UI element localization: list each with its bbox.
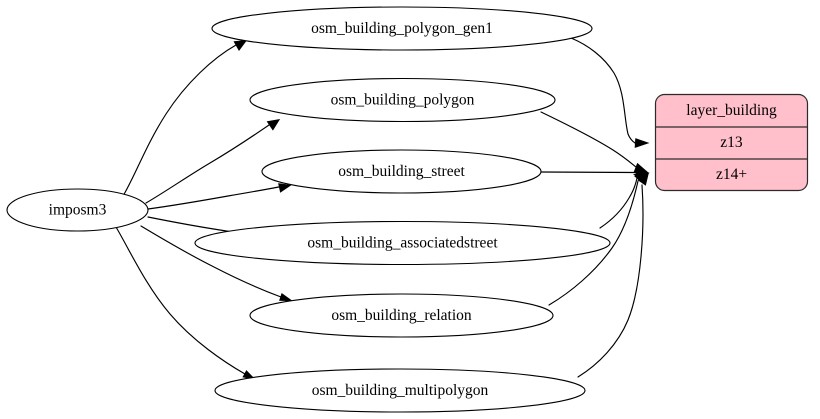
- edge-osm-building-street-to-layer-building-z14[interactable]: [540, 168, 650, 178]
- node-osm-building-associatedstreet[interactable]: osm_building_associatedstreet: [194, 220, 611, 266]
- edge-group-tables-to-layer: [540, 37, 650, 378]
- edge-osm-building-polygon-to-layer-building-z14[interactable]: [540, 111, 650, 174]
- node-imposm3[interactable]: imposm3: [6, 188, 149, 232]
- arrowhead-icon: [279, 293, 293, 302]
- node-layer-building-shape: [654, 93, 809, 192]
- record-row-z13[interactable]: z13: [720, 134, 743, 151]
- record-row-z13-label: z13: [720, 134, 743, 151]
- arrowhead-icon: [634, 138, 650, 148]
- edge-imposm3-to-osm-building-polygon-gen1[interactable]: [122, 40, 248, 197]
- node-osm-building-associatedstreet-label: osm_building_associatedstreet: [307, 235, 498, 252]
- edge-imposm3-to-osm-building-relation[interactable]: [140, 225, 293, 302]
- node-osm-building-polygon-shape: [249, 77, 556, 123]
- node-osm-building-street-label: osm_building_street: [338, 163, 465, 180]
- record-row-z14plus-label: z14+: [716, 166, 747, 183]
- node-osm-building-relation-label: osm_building_relation: [331, 307, 472, 324]
- arrowhead-icon: [278, 183, 292, 193]
- node-osm-building-polygon-gen1-label: osm_building_polygon_gen1: [311, 20, 493, 37]
- node-osm-building-street[interactable]: osm_building_street: [261, 149, 542, 194]
- edge-osm-building-multipolygon-to-layer-building-z14[interactable]: [577, 172, 649, 378]
- node-osm-building-multipolygon[interactable]: osm_building_multipolygon: [214, 368, 586, 413]
- node-osm-building-multipolygon-label: osm_building_multipolygon: [312, 382, 489, 399]
- node-osm-building-polygon-label: osm_building_polygon: [331, 92, 475, 109]
- edge-imposm3-to-osm-building-polygon[interactable]: [145, 118, 281, 204]
- arrowhead-icon: [233, 40, 248, 52]
- node-osm-building-polygon-gen1[interactable]: osm_building_polygon_gen1: [211, 6, 593, 51]
- record-row-layer-building[interactable]: layer_building: [686, 102, 777, 119]
- edge-osm-building-polygon-gen1-to-layer-building-z13[interactable]: [570, 37, 650, 148]
- record-row-layer-building-label: layer_building: [686, 102, 777, 119]
- node-osm-building-street-shape: [261, 149, 542, 194]
- node-layer-building[interactable]: layer_building z13 z14+: [654, 93, 809, 192]
- arrowhead-icon: [637, 172, 649, 186]
- node-imposm3-label: imposm3: [49, 202, 107, 219]
- node-osm-building-relation[interactable]: osm_building_relation: [249, 293, 554, 338]
- record-row-z14plus[interactable]: z14+: [716, 166, 747, 183]
- node-osm-building-polygon[interactable]: osm_building_polygon: [249, 77, 556, 123]
- node-osm-building-associatedstreet-shape: [194, 220, 611, 266]
- node-osm-building-polygon-gen1-shape: [211, 6, 593, 51]
- node-osm-building-multipolygon-shape: [214, 368, 586, 413]
- node-imposm3-shape: [6, 188, 149, 232]
- arrowhead-icon: [266, 118, 281, 131]
- node-osm-building-relation-shape: [249, 293, 554, 338]
- edge-imposm3-to-osm-building-street[interactable]: [147, 183, 292, 210]
